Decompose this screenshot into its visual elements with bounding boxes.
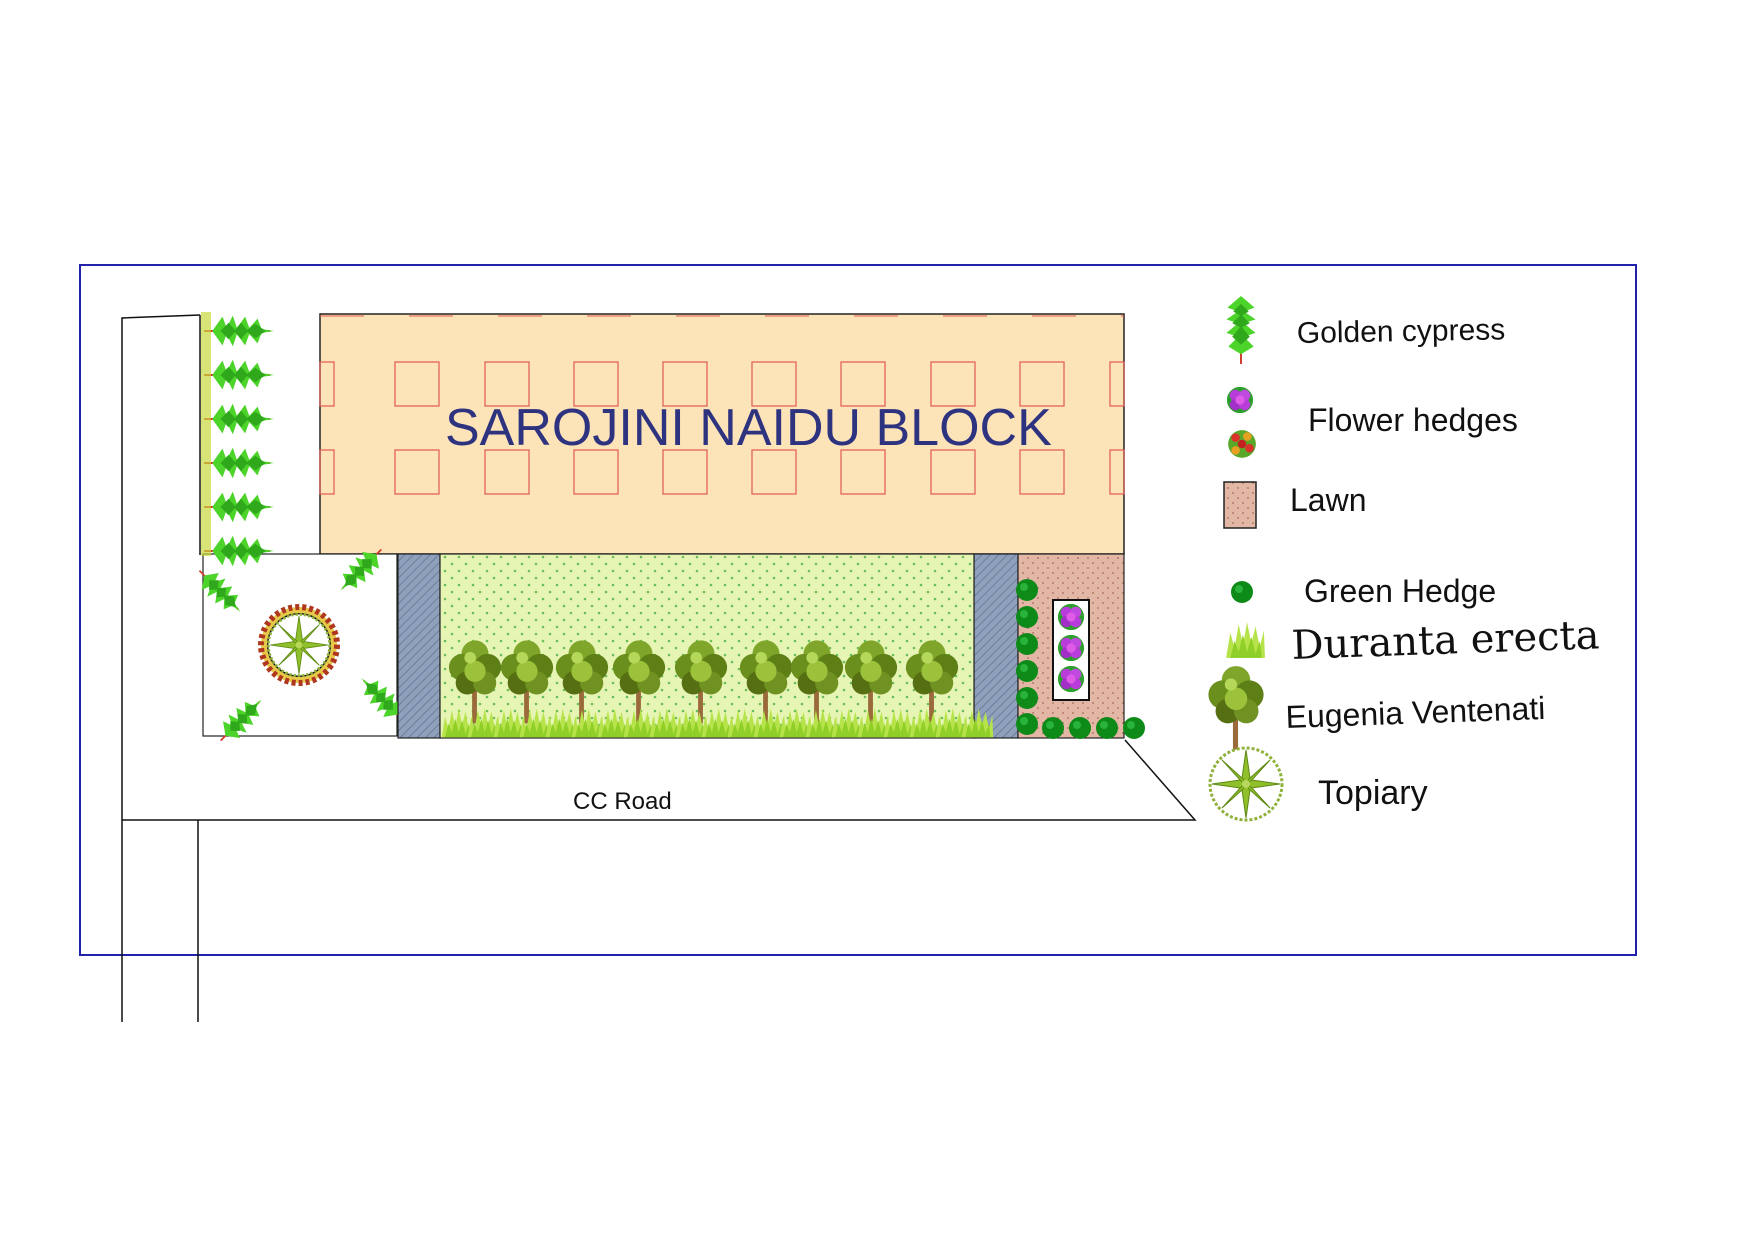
green-hedge-icon (1016, 606, 1038, 628)
legend-label: Green Hedge (1304, 573, 1496, 609)
legend-label: Duranta erecta (1291, 612, 1600, 669)
building-window (573, 361, 619, 407)
cypress-row (201, 312, 276, 568)
building-window (840, 449, 886, 495)
golden-cypress-icon (204, 490, 276, 524)
topiary-icon (267, 613, 331, 677)
green-hedge-icon (1016, 713, 1038, 735)
golden-cypress-icon (204, 402, 276, 436)
road-label: CC Road (573, 788, 672, 815)
building-window (1109, 449, 1125, 495)
building-window (840, 361, 886, 407)
building-window (319, 361, 335, 407)
green-hedge-icon (1016, 579, 1038, 601)
green-hedge-icon (1042, 717, 1064, 739)
building-block (319, 313, 1125, 555)
eugenia-ventenati-icon (1208, 666, 1264, 754)
flower-hedges-icon (1057, 603, 1085, 631)
paving-left (397, 553, 441, 739)
duranta-erecta-icon (1226, 622, 1265, 658)
flower-hedges-icon (1057, 665, 1085, 693)
green-hedge-icon (1016, 633, 1038, 655)
building-window (484, 449, 530, 495)
building-window (662, 449, 708, 495)
building-window (573, 449, 619, 495)
building-window (394, 361, 440, 407)
paving-right (973, 553, 1019, 739)
building-grid (319, 315, 1125, 495)
golden-cypress-icon (1225, 296, 1257, 364)
green-hedge-icon (1231, 581, 1253, 603)
lawn-icon (1223, 481, 1257, 529)
site-outline (121, 314, 1197, 1022)
building-window (1019, 449, 1065, 495)
building-window (751, 449, 797, 495)
building-window (662, 361, 708, 407)
cypress-hedge-edge (201, 312, 211, 556)
legend-label: Lawn (1290, 482, 1367, 518)
building-window (1109, 361, 1125, 407)
legend-label: Flower hedges (1308, 402, 1518, 438)
flower-hedges-icon (1226, 386, 1254, 414)
building-window (484, 361, 530, 407)
green-hedge-icon (1016, 687, 1038, 709)
green-hedge-icon (1096, 717, 1118, 739)
green-hedge-icon (1016, 660, 1038, 682)
legend-label: Eugenia Ventenati (1285, 690, 1546, 735)
flower-hedges-icon (1057, 634, 1085, 662)
legend-label: Golden cypress (1297, 313, 1506, 350)
legend-label: Topiary (1318, 774, 1428, 812)
flower-hedges-icon (1228, 430, 1256, 458)
topiary-icon (1208, 746, 1284, 822)
building-window (930, 449, 976, 495)
legend: Golden cypress Flower hedges Lawn Green … (1208, 296, 1600, 822)
building-window (751, 361, 797, 407)
building-window (1019, 361, 1065, 407)
green-hedge-icon (1069, 717, 1091, 739)
drawing-frame (79, 264, 1637, 956)
building-window (319, 449, 335, 495)
building-window (930, 361, 976, 407)
block-title: SAROJINI NAIDU BLOCK (445, 399, 1052, 457)
building-window (394, 449, 440, 495)
green-hedge-icon (1123, 717, 1145, 739)
golden-cypress-icon (204, 358, 276, 392)
golden-cypress-icon (204, 314, 276, 348)
left-courtyard (202, 553, 398, 737)
golden-cypress-icon (204, 446, 276, 480)
